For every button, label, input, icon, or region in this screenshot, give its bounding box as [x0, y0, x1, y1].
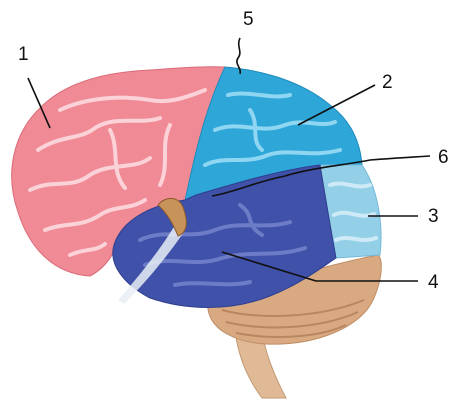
cerebellum-folds	[221, 299, 365, 338]
leader-line-2	[297, 84, 376, 126]
label-4: 4	[428, 272, 439, 293]
leader-line-6	[211, 155, 431, 197]
label-3: 3	[428, 206, 439, 227]
temporal-lobe	[112, 164, 337, 308]
label-2: 2	[382, 72, 393, 93]
leader-line-5	[236, 37, 242, 75]
parietal-folds	[203, 91, 342, 167]
temporal-highlight	[118, 225, 184, 304]
insula-fragment	[157, 198, 187, 237]
leader-line-4	[221, 251, 317, 282]
label-6: 6	[438, 147, 449, 168]
label-1: 1	[18, 44, 29, 65]
temporal-folds	[138, 203, 307, 287]
label-5: 5	[243, 9, 254, 30]
occipital-folds	[328, 181, 378, 242]
leader-line-1	[27, 77, 51, 129]
frontal-folds	[28, 88, 207, 257]
